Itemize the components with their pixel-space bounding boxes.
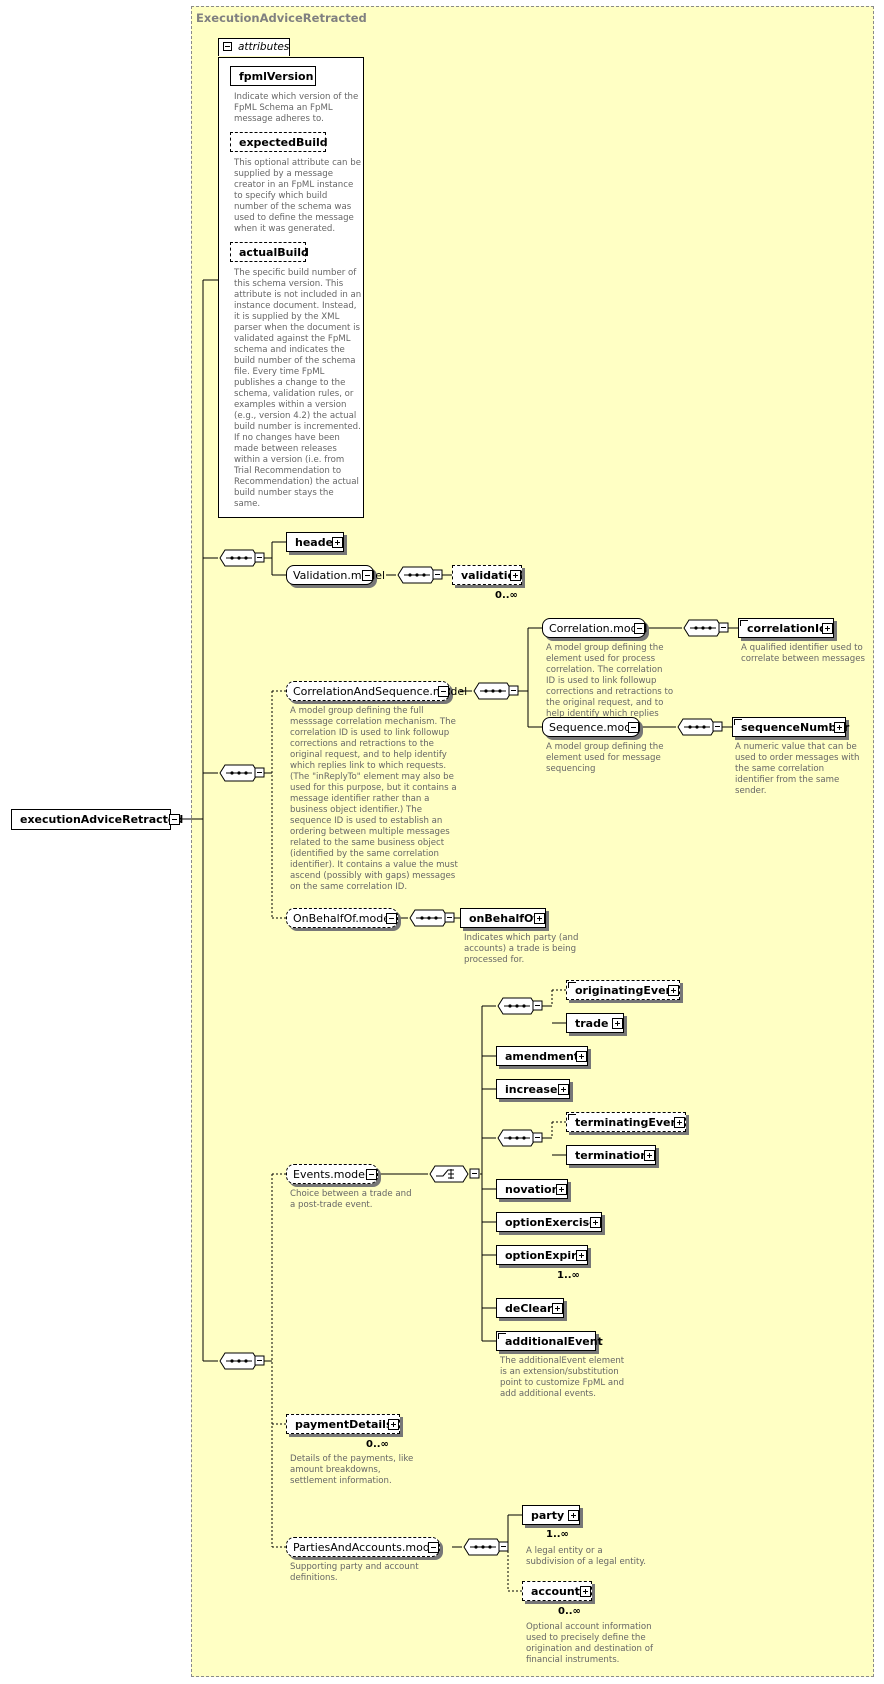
- element-on-behalf-of[interactable]: onBehalfOf: [460, 908, 546, 928]
- collapse-icon[interactable]: [386, 913, 397, 924]
- element-amendment[interactable]: amendment: [496, 1046, 588, 1066]
- group-sequence-model[interactable]: Sequence.model: [542, 717, 641, 737]
- element-payment-details[interactable]: paymentDetails: [286, 1414, 400, 1434]
- element-additional-event[interactable]: additionalEvent: [496, 1331, 603, 1351]
- attributes-tab[interactable]: attributes: [218, 38, 290, 56]
- sequence-compositor-icon[interactable]: [463, 1538, 509, 1556]
- element-account[interactable]: account: [522, 1581, 592, 1601]
- simple-type-icon: [568, 1114, 576, 1120]
- sequence-compositor-icon[interactable]: [397, 566, 443, 584]
- sequence-compositor-icon[interactable]: [497, 997, 543, 1015]
- expand-icon[interactable]: [576, 1250, 587, 1261]
- element-trade[interactable]: trade: [566, 1013, 624, 1033]
- element-party[interactable]: party: [522, 1505, 580, 1525]
- collapse-icon[interactable]: [169, 814, 180, 825]
- expand-icon[interactable]: [568, 1510, 579, 1521]
- element-de-clear[interactable]: deClear: [496, 1298, 564, 1318]
- sequence-compositor-icon[interactable]: [683, 619, 729, 637]
- expand-icon[interactable]: [576, 1051, 587, 1062]
- expand-icon[interactable]: [510, 570, 521, 581]
- expand-icon[interactable]: [644, 1150, 655, 1161]
- element-option-expiry[interactable]: optionExpiry: [496, 1245, 588, 1265]
- expand-icon[interactable]: [552, 1303, 563, 1314]
- root-element-execution-advice-retracted[interactable]: executionAdviceRetracted: [11, 809, 183, 830]
- attributes-tab-label: attributes: [238, 41, 290, 53]
- collapse-icon[interactable]: [223, 42, 232, 51]
- element-option-exercise[interactable]: optionExercise: [496, 1212, 602, 1232]
- expand-icon[interactable]: [388, 1419, 399, 1430]
- group-parties-and-accounts-model[interactable]: PartiesAndAccounts.model: [286, 1537, 440, 1557]
- expand-icon[interactable]: [590, 1217, 601, 1228]
- occurrence-payment-details: 0..∞: [366, 1439, 389, 1450]
- attribute-expected-build[interactable]: expectedBuild: [230, 132, 328, 152]
- collapse-icon[interactable]: [438, 686, 449, 697]
- simple-type-icon: [568, 982, 576, 988]
- occurrence-account: 0..∞: [558, 1606, 581, 1617]
- sequence-compositor-icon[interactable]: [219, 764, 265, 782]
- expand-icon[interactable]: [534, 913, 545, 924]
- element-termination[interactable]: termination: [566, 1145, 656, 1165]
- attribute-fpml-version[interactable]: fpmlVersion: [230, 66, 316, 86]
- element-header[interactable]: header: [286, 532, 344, 552]
- choice-compositor-icon[interactable]: [429, 1165, 480, 1183]
- simple-type-icon: [740, 620, 748, 626]
- element-correlation-id[interactable]: correlationId: [738, 618, 834, 638]
- attribute-actual-build[interactable]: actualBuild: [230, 242, 309, 262]
- expand-icon[interactable]: [556, 1184, 567, 1195]
- sequence-compositor-icon[interactable]: [677, 718, 723, 736]
- expand-icon[interactable]: [674, 1117, 685, 1128]
- occurrence-option-expiry: 1..∞: [557, 1270, 580, 1281]
- element-increase[interactable]: increase: [496, 1079, 570, 1099]
- abstract-type-icon: [498, 1333, 506, 1339]
- complex-type-title: ExecutionAdviceRetracted: [196, 11, 367, 25]
- occurrence-party: 1..∞: [546, 1529, 569, 1540]
- expand-icon[interactable]: [332, 537, 343, 548]
- sequence-compositor-icon[interactable]: [473, 682, 519, 700]
- group-correlation-and-sequence-model[interactable]: CorrelationAndSequence.model: [286, 681, 467, 701]
- element-novation[interactable]: novation: [496, 1179, 568, 1199]
- sequence-compositor-icon[interactable]: [497, 1129, 543, 1147]
- collapse-icon[interactable]: [428, 1542, 439, 1553]
- sequence-compositor-icon[interactable]: [409, 909, 455, 927]
- element-terminating-event[interactable]: terminatingEvent: [566, 1112, 686, 1132]
- group-validation-model[interactable]: Validation.model: [286, 565, 385, 585]
- collapse-icon[interactable]: [362, 570, 373, 581]
- group-events-model[interactable]: Events.model: [286, 1164, 378, 1184]
- expand-icon[interactable]: [580, 1586, 591, 1597]
- sequence-compositor-icon[interactable]: [219, 549, 265, 567]
- collapse-icon[interactable]: [366, 1169, 377, 1180]
- expand-icon[interactable]: [612, 1018, 623, 1029]
- element-validation[interactable]: validation: [452, 565, 523, 585]
- sequence-compositor-icon[interactable]: [219, 1352, 265, 1370]
- expand-icon[interactable]: [668, 985, 679, 996]
- element-originating-event[interactable]: originatingEvent: [566, 980, 680, 1000]
- expand-icon[interactable]: [822, 623, 833, 634]
- group-on-behalf-of-model[interactable]: OnBehalfOf.model: [286, 908, 398, 928]
- group-correlation-model[interactable]: Correlation.model: [542, 618, 647, 638]
- expand-icon[interactable]: [558, 1084, 569, 1095]
- collapse-icon[interactable]: [628, 722, 639, 733]
- expand-icon[interactable]: [834, 722, 845, 733]
- simple-type-icon: [734, 719, 742, 725]
- occurrence-validation: 0..∞: [495, 590, 518, 601]
- collapse-icon[interactable]: [634, 623, 645, 634]
- element-sequence-number[interactable]: sequenceNumber: [732, 717, 849, 737]
